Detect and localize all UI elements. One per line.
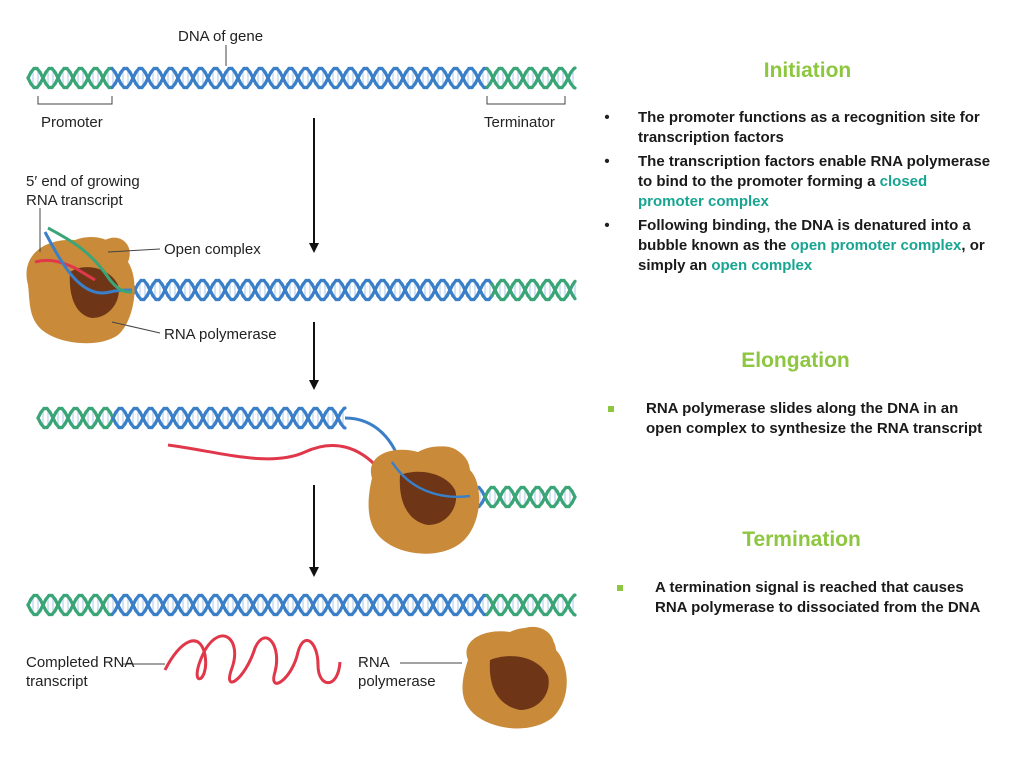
termination-list: A termination signal is reached that cau… [617,578,997,622]
dna-helix-stage2 [103,278,577,302]
initiation-bullet-1: • The promoter functions as a recognitio… [602,108,997,148]
elongation-bullet-1-text: RNA polymerase slides along the DNA in a… [646,400,983,437]
open-bubble-stage2 [43,226,133,295]
label-5prime-line2: RNA transcript [26,192,124,209]
initiation-bullet-2: • The transcription factors enable RNA p… [602,152,997,212]
bullet-marker: • [604,109,610,126]
dna-helix-stage4 [26,593,577,617]
termination-bullet-1: A termination signal is reached that cau… [617,578,997,618]
label-rna: RNA [358,654,390,671]
bullet-marker: • [604,153,610,170]
heading-elongation: Elongation [741,349,850,372]
dna-helix-stage1 [26,66,577,90]
term-open-promoter-complex: open promoter complex [790,237,962,254]
rna-transcript-stage3 [167,443,413,482]
completed-rna-transcript [163,634,342,685]
promoter-bracket [37,96,113,105]
rna-polymerase-stage3 [368,446,480,554]
pointer-open-complex [107,248,161,253]
transcription-figure: DNA of gene Promoter Terminator 5′ end o… [26,28,577,729]
termination-bullet-1-text: A termination signal is reached that cau… [655,579,981,616]
label-promoter: Promoter [41,114,103,131]
label-dna-of-gene: DNA of gene [178,28,263,45]
label-polymerase: polymerase [358,673,436,690]
initiation-list: • The promoter functions as a recognitio… [602,108,997,280]
initiation-bullet-3: • Following binding, the DNA is denature… [602,216,997,276]
dna-helix-stage3-left [36,406,347,430]
heading-initiation: Initiation [763,59,852,82]
bullet-square-icon [617,585,623,591]
open-bubble-stage3 [390,461,471,499]
term-closed-promoter-complex: closed promoter complex [638,173,928,210]
label-5prime-line1: 5′ end of growing [26,173,140,190]
elongation-list: RNA polymerase slides along the DNA in a… [608,399,988,443]
rna-5prime-stage2 [34,258,96,282]
rna-polymerase-stage2 [26,236,135,344]
label-rna-polymerase: RNA polymerase [164,326,277,343]
elongation-bullet-1: RNA polymerase slides along the DNA in a… [608,399,988,439]
initiation-bullet-1-text: The promoter functions as a recognition … [638,109,980,146]
bullet-square-icon [608,406,614,412]
initiation-bullet-2-text: The transcription factors enable RNA pol… [638,153,991,190]
label-terminator: Terminator [484,114,555,131]
initiation-bullet-3-connector: , or simply an [638,237,985,274]
initiation-bullet-3-text: Following binding, the DNA is denatured … [638,217,971,254]
terminator-bracket [486,96,566,105]
text-panel: Initiation • The promoter functions as a… [595,0,1020,768]
free-rna-polymerase [462,626,567,729]
pointer-rna-polymerase [111,321,161,334]
label-open-complex: Open complex [164,241,261,258]
label-completed-rna-line2: transcript [26,673,89,690]
heading-termination: Termination [742,528,861,551]
bullet-marker: • [604,217,610,234]
term-open-complex: open complex [711,257,813,274]
label-completed-rna-line1: Completed RNA [26,654,134,671]
